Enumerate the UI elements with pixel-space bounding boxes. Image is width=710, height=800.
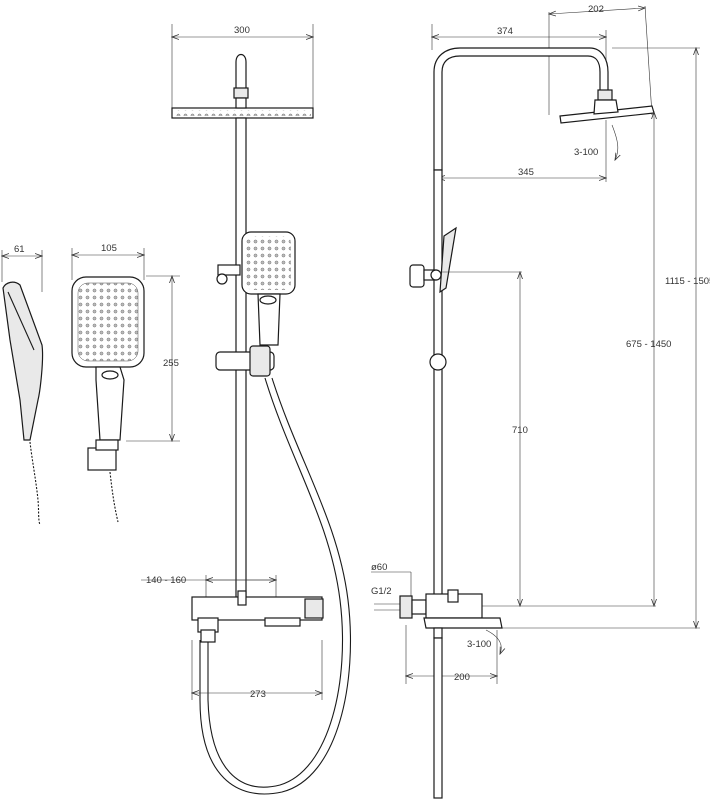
dim-spout-length: 200 bbox=[454, 672, 470, 683]
front-view: 300 140 - 160 bbox=[141, 24, 351, 795]
dim-hand-height: 255 bbox=[163, 358, 179, 369]
dim-arm-reach: 374 bbox=[497, 26, 513, 37]
dim-total-height: 1115 - 1505 bbox=[665, 276, 710, 287]
dim-head-depth: 202 bbox=[588, 4, 604, 15]
dim-spout-tilt: 3-100 bbox=[467, 639, 491, 650]
dim-mixer-spacing: 140 - 160 bbox=[146, 575, 186, 586]
dim-hand-face-width: 105 bbox=[101, 243, 117, 254]
dim-arm-offset: 345 bbox=[518, 167, 534, 178]
dim-hand-width: 61 bbox=[14, 244, 25, 255]
dim-mixer-length: 273 bbox=[250, 689, 266, 700]
dim-thread: G1/2 bbox=[371, 586, 392, 597]
hand-shower-front-view: 105 255 bbox=[72, 243, 180, 523]
dim-head-tilt: 3-100 bbox=[574, 147, 598, 158]
dim-head-width: 300 bbox=[234, 25, 250, 36]
dim-rail-height: 675 - 1450 bbox=[626, 339, 671, 350]
dim-holder-height: 710 bbox=[512, 425, 528, 436]
side-view: 374 202 3-100 345 1115 - 1505 bbox=[371, 4, 710, 799]
dim-pipe-diameter: ø60 bbox=[371, 562, 387, 573]
hand-shower-side-view: 61 bbox=[2, 244, 44, 526]
